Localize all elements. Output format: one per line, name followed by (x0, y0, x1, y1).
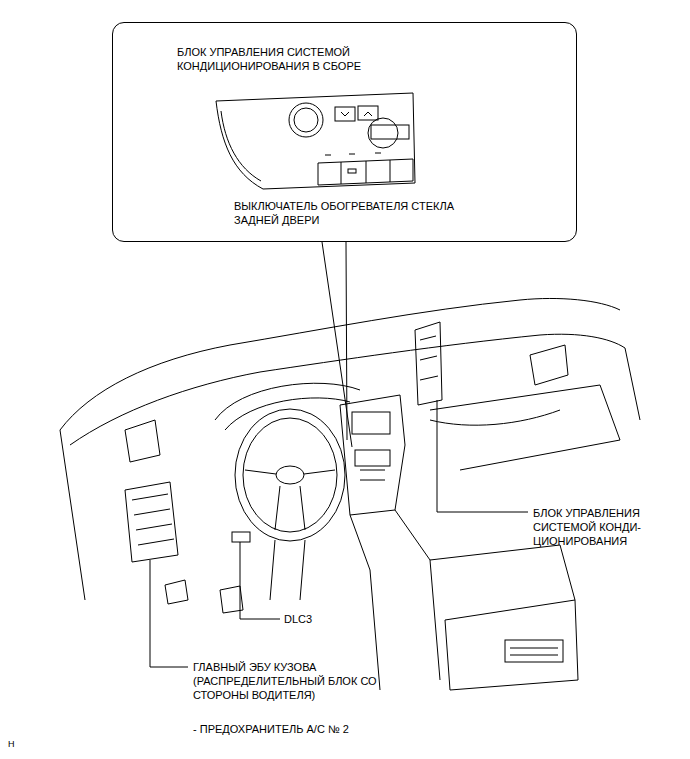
part-label: БЛОК УПРАВЛЕНИЯ СИСТЕМОЙ КОНДИ- ЦИОНИРОВ… (533, 506, 683, 548)
part-label: DLC3 (284, 612, 344, 626)
part-label: ГЛАВНЫЙ ЭБУ КУЗОВА (РАСПРЕДЕЛИТЕЛЬНЫЙ БЛ… (193, 660, 393, 702)
part-label: - ПРЕДОХРАНИТЕЛЬ A/C № 2 (193, 722, 393, 736)
callout-inset: БЛОК УПРАВЛЕНИЯ СИСТЕМОЙ КОНДИЦИОНИРОВАН… (112, 22, 577, 242)
switch-name: ВЫКЛЮЧАТЕЛЬ ОБОГРЕВАТЕЛЯ СТЕКЛА ЗАДНЕЙ Д… (234, 199, 464, 227)
part-name: БЛОК УПРАВЛЕНИЯ СИСТЕМОЙ КОНДИЦИОНИРОВАН… (177, 45, 427, 73)
figure-code: H (8, 737, 28, 751)
